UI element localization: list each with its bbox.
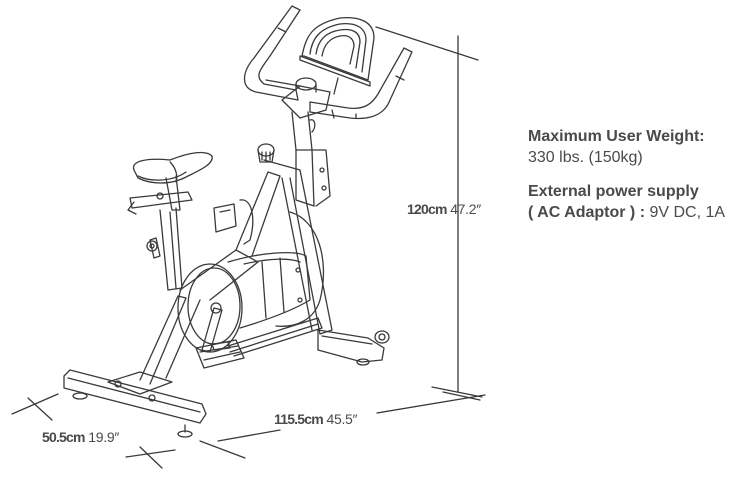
- height-dimension-label: 120cm 47.2″: [407, 201, 481, 217]
- specifications: Maximum User Weight: 330 lbs. (150kg) Ex…: [528, 126, 725, 236]
- width-metric: 50.5cm: [42, 429, 85, 445]
- saddle: [127, 151, 213, 259]
- width-imperial: 19.9″: [88, 429, 119, 445]
- spec-title-line2: ( AC Adaptor ) :: [528, 204, 646, 221]
- crank-and-pedal: [195, 302, 245, 369]
- width-dimension-label: 50.5cm 19.9″: [42, 429, 119, 445]
- spec-power-supply: External power supply ( AC Adaptor ) : 9…: [528, 181, 725, 223]
- flywheel: [177, 211, 325, 353]
- spec-value: 330 lbs. (150kg): [528, 149, 643, 166]
- handlebar-stem: [291, 111, 331, 207]
- length-dimension-label: 115.5cm 45.5″: [274, 411, 358, 427]
- length-metric: 115.5cm: [274, 411, 324, 427]
- spec-title: External power supply: [528, 183, 699, 200]
- front-stabilizer: [317, 329, 390, 366]
- width-dimension-line: [11, 393, 176, 469]
- length-dimension-line: [199, 394, 486, 459]
- rear-stabilizer: [63, 369, 207, 438]
- height-dimension-line: [375, 26, 483, 401]
- handlebars: [243, 5, 413, 120]
- bottle-holder: [213, 199, 254, 245]
- spec-title: Maximum User Weight:: [528, 128, 705, 145]
- spec-value: 9V DC, 1A: [649, 204, 726, 221]
- spec-line: ( AC Adaptor ) : 9V DC, 1A: [528, 202, 725, 223]
- length-imperial: 45.5″: [326, 411, 358, 427]
- tablet-holder: [299, 16, 375, 95]
- height-imperial: 47.2″: [450, 201, 481, 217]
- spec-max-user-weight: Maximum User Weight: 330 lbs. (150kg): [528, 126, 725, 168]
- frame: [139, 159, 333, 385]
- resistance-knob: [257, 143, 275, 163]
- height-metric: 120cm: [407, 201, 447, 217]
